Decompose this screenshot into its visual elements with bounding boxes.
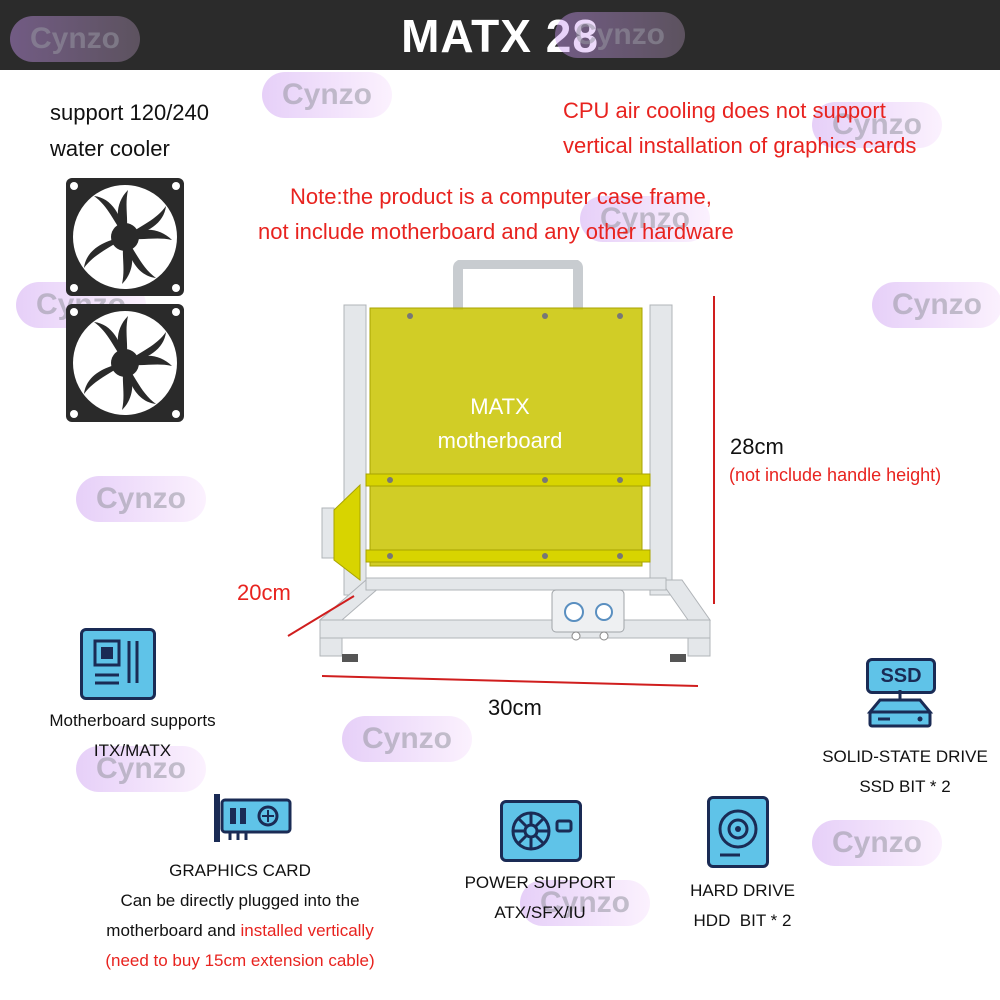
ssd-feature-line1: SOLID-STATE DRIVE (822, 747, 988, 766)
fan-icon (64, 176, 186, 298)
case-frame-illustration (280, 259, 740, 680)
fan-icon (64, 302, 186, 424)
motherboard-feature-line2: ITX/MATX (93, 741, 172, 760)
product-note-line1: Note:the product is a computer case fram… (290, 184, 712, 209)
ssd-feature-text: SOLID-STATE DRIVE SSD BIT * 2 (800, 742, 1000, 802)
height-dimension-note: (not include handle height) (729, 465, 942, 485)
width-dimension-line (321, 674, 699, 688)
motherboard-icon (80, 628, 156, 700)
hard-drive-line1: HARD DRIVE (690, 881, 795, 900)
graphics-card-icon (212, 792, 294, 844)
depth-dimension-line (286, 594, 356, 638)
watermark: Cynzo (555, 12, 685, 58)
watermark: Cynzo (812, 102, 942, 148)
graphics-card-line3: (need to buy 15cm extension cable) (105, 951, 375, 970)
motherboard-label-line1: MATX (470, 394, 530, 419)
watermark: Cynzo (812, 820, 942, 866)
cpu-cooling-note-line2: vertical installation of graphics cards (563, 133, 917, 158)
watermark: Cynzo (76, 476, 206, 522)
graphics-card-line2: motherboard and installed vertically (60, 916, 420, 946)
power-supply-line1: POWER SUPPORT (464, 873, 616, 892)
ssd-icon: SSD (866, 658, 936, 730)
power-supply-feature-text: POWER SUPPORT ATX/SFX/IU (440, 868, 640, 928)
power-supply-line2: ATX/SFX/IU (494, 903, 586, 922)
header-bar (0, 0, 1000, 70)
hard-drive-icon (707, 796, 769, 868)
watermark: Cynzo (262, 72, 392, 118)
height-dimension-line (713, 296, 715, 604)
motherboard-label-line2: motherboard (437, 428, 563, 453)
power-supply-icon (500, 800, 582, 862)
product-note-line2: not include motherboard and any other ha… (258, 219, 734, 244)
graphics-card-feature-text: GRAPHICS CARD Can be directly plugged in… (60, 856, 420, 976)
motherboard-label: MATX motherboard (430, 390, 570, 458)
cooler-text-line1: support 120/240 (50, 100, 210, 125)
hard-drive-line2: HDD BIT * 2 (693, 911, 792, 930)
watermark: Cynzo (520, 880, 650, 926)
hard-drive-feature-text: HARD DRIVE HDD BIT * 2 (670, 876, 815, 936)
page-title: MATX 28 (401, 10, 599, 62)
watermark: Cynzo (10, 16, 140, 62)
ssd-feature-line2: SSD BIT * 2 (859, 777, 951, 796)
motherboard-feature-text: Motherboard supports ITX/MATX (20, 706, 245, 766)
graphics-card-line1: Can be directly plugged into the (120, 891, 360, 910)
motherboard-feature-line1: Motherboard supports (49, 711, 216, 730)
ssd-badge: SSD (866, 658, 936, 694)
cooler-text-line2: water cooler (50, 136, 170, 161)
width-dimension-label: 30cm (488, 695, 542, 720)
cpu-cooling-note-line1: CPU air cooling does not support (563, 98, 886, 123)
watermark: Cynzo (76, 746, 206, 792)
watermark: Cynzo (342, 716, 472, 762)
watermark: Cynzo (872, 282, 1000, 328)
graphics-card-line2-red: installed vertically (240, 921, 374, 940)
watermark: Cynzo (580, 196, 710, 242)
graphics-card-title: GRAPHICS CARD (169, 861, 311, 880)
height-dimension-label: 28cm (730, 434, 784, 459)
depth-dimension-label: 20cm (237, 580, 291, 605)
graphics-card-line2-black: motherboard and (106, 921, 241, 940)
